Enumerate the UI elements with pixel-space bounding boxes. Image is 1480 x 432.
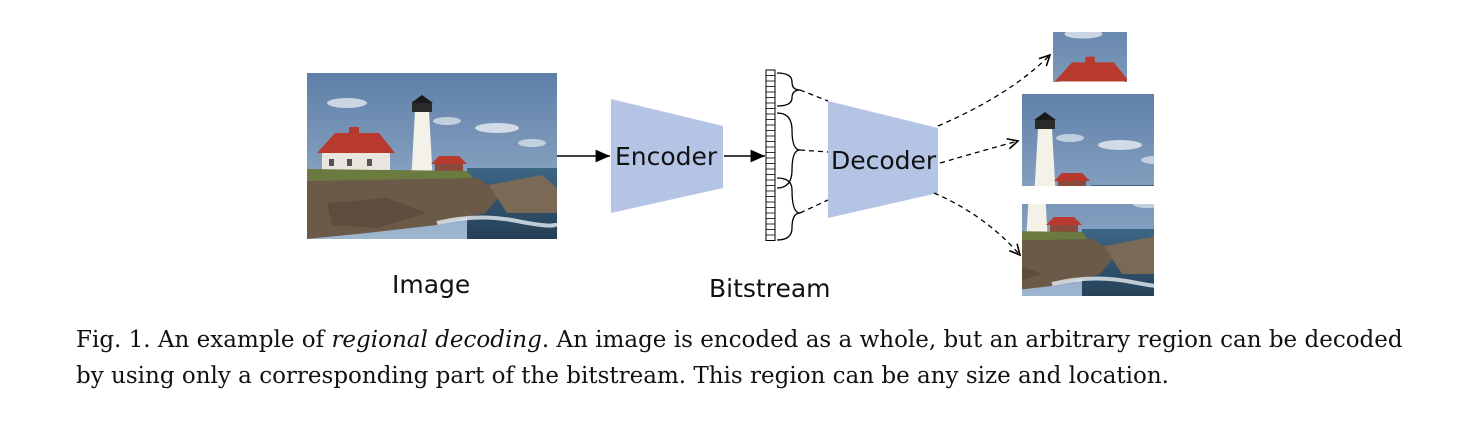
caption-prefix: Fig. 1. An example of <box>76 327 332 353</box>
arrow-to-crop-3 <box>933 192 1020 255</box>
bitstream-label: Bitstream <box>709 274 831 303</box>
brace-middle <box>776 112 801 189</box>
image-label: Image <box>392 270 471 299</box>
input-image <box>307 73 557 239</box>
diagram-canvas <box>307 32 1154 296</box>
figure: Encoder Decoder Image Bitstream <box>307 32 1154 303</box>
bitstream-outline <box>765 69 776 241</box>
figure-caption: Fig. 1. An example of regional decoding.… <box>76 322 1406 394</box>
decoder-output-arrows <box>933 55 1050 255</box>
brace-top <box>776 72 801 107</box>
bitstream-bar <box>765 69 776 241</box>
encoder-block <box>611 99 723 213</box>
bitstream-braces <box>776 72 801 241</box>
decoder-label: Decoder <box>831 146 937 175</box>
arrow-to-crop-2 <box>939 141 1018 164</box>
encoder-label: Encoder <box>615 142 718 171</box>
caption-emphasis: regional decoding <box>331 327 542 353</box>
brace-to-decoder-lines <box>799 89 829 214</box>
arrow-to-crop-1 <box>937 55 1050 127</box>
caption-rest: . An image is encoded as a whole, but an… <box>76 327 1403 389</box>
decoder-block <box>828 101 938 218</box>
